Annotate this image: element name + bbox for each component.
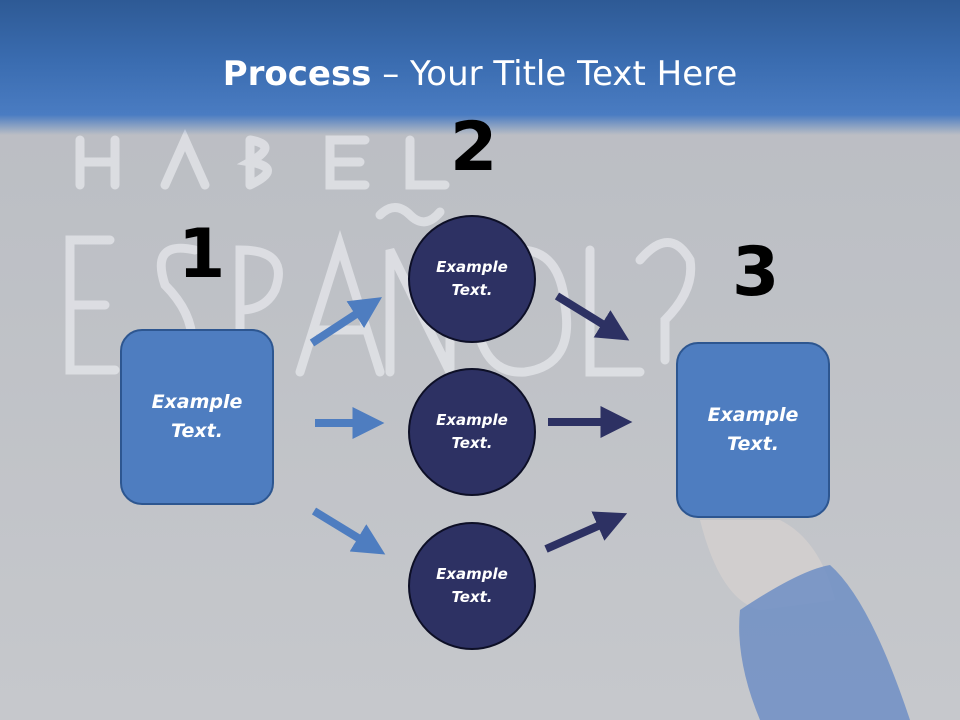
- arrow-left-to-bottom: [311, 507, 386, 555]
- title-rest: – Your Title Text Here: [371, 54, 738, 94]
- sleeve: [739, 565, 910, 720]
- arrow-bottom-to-right: [544, 511, 628, 553]
- circle-bottom-line1: Example: [436, 565, 508, 583]
- page-title: Process – Your Title Text Here: [0, 52, 960, 96]
- left-box-line2: Text.: [171, 420, 223, 442]
- circle-middle-line1: Example: [436, 411, 508, 429]
- step-number-1: 1: [178, 215, 226, 294]
- circle-bottom-line2: Text.: [451, 588, 493, 606]
- right-box-line2: Text.: [727, 433, 779, 455]
- step-number-3: 3: [732, 233, 780, 312]
- circle-top-line1: Example: [436, 258, 508, 276]
- title-bar: [0, 0, 960, 135]
- circle-middle-line2: Text.: [451, 434, 493, 452]
- circle-top-line2: Text.: [451, 281, 493, 299]
- arrow-top-to-right: [554, 292, 630, 341]
- left-box-line1: Example: [151, 391, 243, 413]
- step-number-2: 2: [450, 108, 498, 187]
- right-box-line1: Example: [707, 404, 799, 426]
- title-bold: Process: [222, 54, 372, 94]
- arrow-left-to-top: [309, 297, 383, 347]
